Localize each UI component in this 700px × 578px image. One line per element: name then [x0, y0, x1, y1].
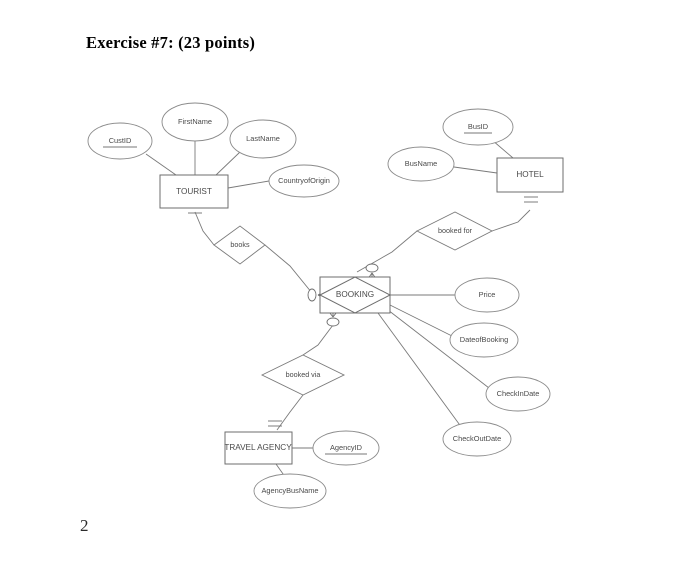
price-ellipse	[454, 277, 520, 313]
agencybusname-label: AgencyBusName	[261, 486, 318, 495]
busname-label: BusName	[405, 159, 437, 168]
attribute-price[interactable]: Price	[454, 277, 520, 313]
firstname-ellipse	[161, 102, 229, 142]
cardinality-one-hotel	[524, 196, 538, 203]
page-title: Exercise #7: (23 points)	[86, 33, 256, 52]
connector-bookedfor-booking	[356, 230, 418, 273]
connector-bookedvia-travelagency	[276, 394, 304, 431]
agencybusname-ellipse	[253, 473, 327, 509]
attribute-agencybusname[interactable]: AgencyBusName	[253, 473, 327, 509]
booked-via-diamond	[260, 354, 346, 396]
agencyid-ellipse	[312, 430, 380, 466]
countryoforigin-label: CountryofOrigin	[278, 176, 330, 185]
tourist-box	[159, 174, 229, 209]
booked-for-diamond	[415, 211, 493, 251]
booking-diamond	[318, 276, 392, 314]
busid-ellipse	[442, 108, 514, 146]
entity-hotel[interactable]: HOTEL	[496, 157, 564, 193]
hotel-label: HOTEL	[516, 170, 544, 179]
connector-hotel-bookedfor	[491, 209, 531, 232]
custid-ellipse	[87, 122, 153, 160]
attribute-checkindate[interactable]: CheckInDate	[485, 376, 551, 412]
dateofbooking-label: DateofBooking	[460, 335, 508, 344]
connector-lastname-tourist	[215, 151, 241, 176]
entity-tourist[interactable]: TOURIST	[159, 174, 229, 209]
connector-checkoutdate-booking	[377, 312, 463, 429]
checkoutdate-ellipse	[442, 421, 512, 457]
connector-checkindate-booking	[387, 309, 490, 389]
custid-label: CustID	[109, 136, 132, 145]
agencyid-label: AgencyID	[330, 443, 362, 452]
attribute-busid[interactable]: BusID	[442, 108, 514, 146]
hotel-box	[496, 157, 564, 193]
busid-label: BusID	[468, 122, 488, 131]
attribute-countryoforigin[interactable]: CountryofOrigin	[268, 164, 340, 198]
checkindate-label: CheckInDate	[497, 389, 540, 398]
attribute-custid[interactable]: CustID	[87, 122, 153, 160]
connector-countryoforigin-tourist	[227, 180, 270, 189]
page-number: 2	[80, 516, 89, 535]
attribute-busname[interactable]: BusName	[387, 146, 455, 182]
connector-tourist-books	[194, 211, 215, 246]
attribute-agencyid[interactable]: AgencyID	[312, 430, 380, 466]
checkindate-ellipse	[485, 376, 551, 412]
price-label: Price	[479, 290, 496, 299]
relationship-booked-via[interactable]: booked via	[260, 354, 346, 396]
lastname-label: LastName	[246, 134, 280, 143]
checkoutdate-label: CheckOutDate	[453, 434, 501, 443]
connector-dateofbooking-booking	[389, 304, 453, 337]
cardinality-one-travelagency	[268, 420, 282, 427]
countryoforigin-ellipse	[268, 164, 340, 198]
connector-books-booking	[264, 244, 313, 294]
connector-booking-bookedvia	[302, 324, 334, 356]
tourist-label: TOURIST	[176, 187, 212, 196]
booked-for-label: booked for	[438, 226, 473, 235]
entity-booking[interactable]: BOOKING	[318, 276, 392, 314]
attribute-firstname[interactable]: FirstName	[161, 102, 229, 142]
attribute-checkoutdate[interactable]: CheckOutDate	[442, 421, 512, 457]
booking-label: BOOKING	[336, 290, 374, 299]
lastname-ellipse	[229, 119, 297, 159]
attribute-lastname[interactable]: LastName	[229, 119, 297, 159]
busname-ellipse	[387, 146, 455, 182]
attribute-dateofbooking[interactable]: DateofBooking	[449, 322, 519, 358]
entity-travel-agency[interactable]: TRAVEL AGENCY	[224, 431, 293, 465]
relationship-booked-for[interactable]: booked for	[415, 211, 493, 251]
connector-custid-tourist	[145, 153, 177, 176]
relationship-books[interactable]: books	[213, 225, 266, 265]
travel-agency-box	[224, 431, 293, 465]
booked-via-label: booked via	[286, 370, 321, 379]
dateofbooking-ellipse	[449, 322, 519, 358]
books-label: books	[230, 240, 250, 249]
connector-busname-hotel	[453, 166, 498, 174]
firstname-label: FirstName	[178, 117, 212, 126]
travel-agency-label: TRAVEL AGENCY	[224, 443, 292, 452]
books-diamond	[213, 225, 266, 265]
